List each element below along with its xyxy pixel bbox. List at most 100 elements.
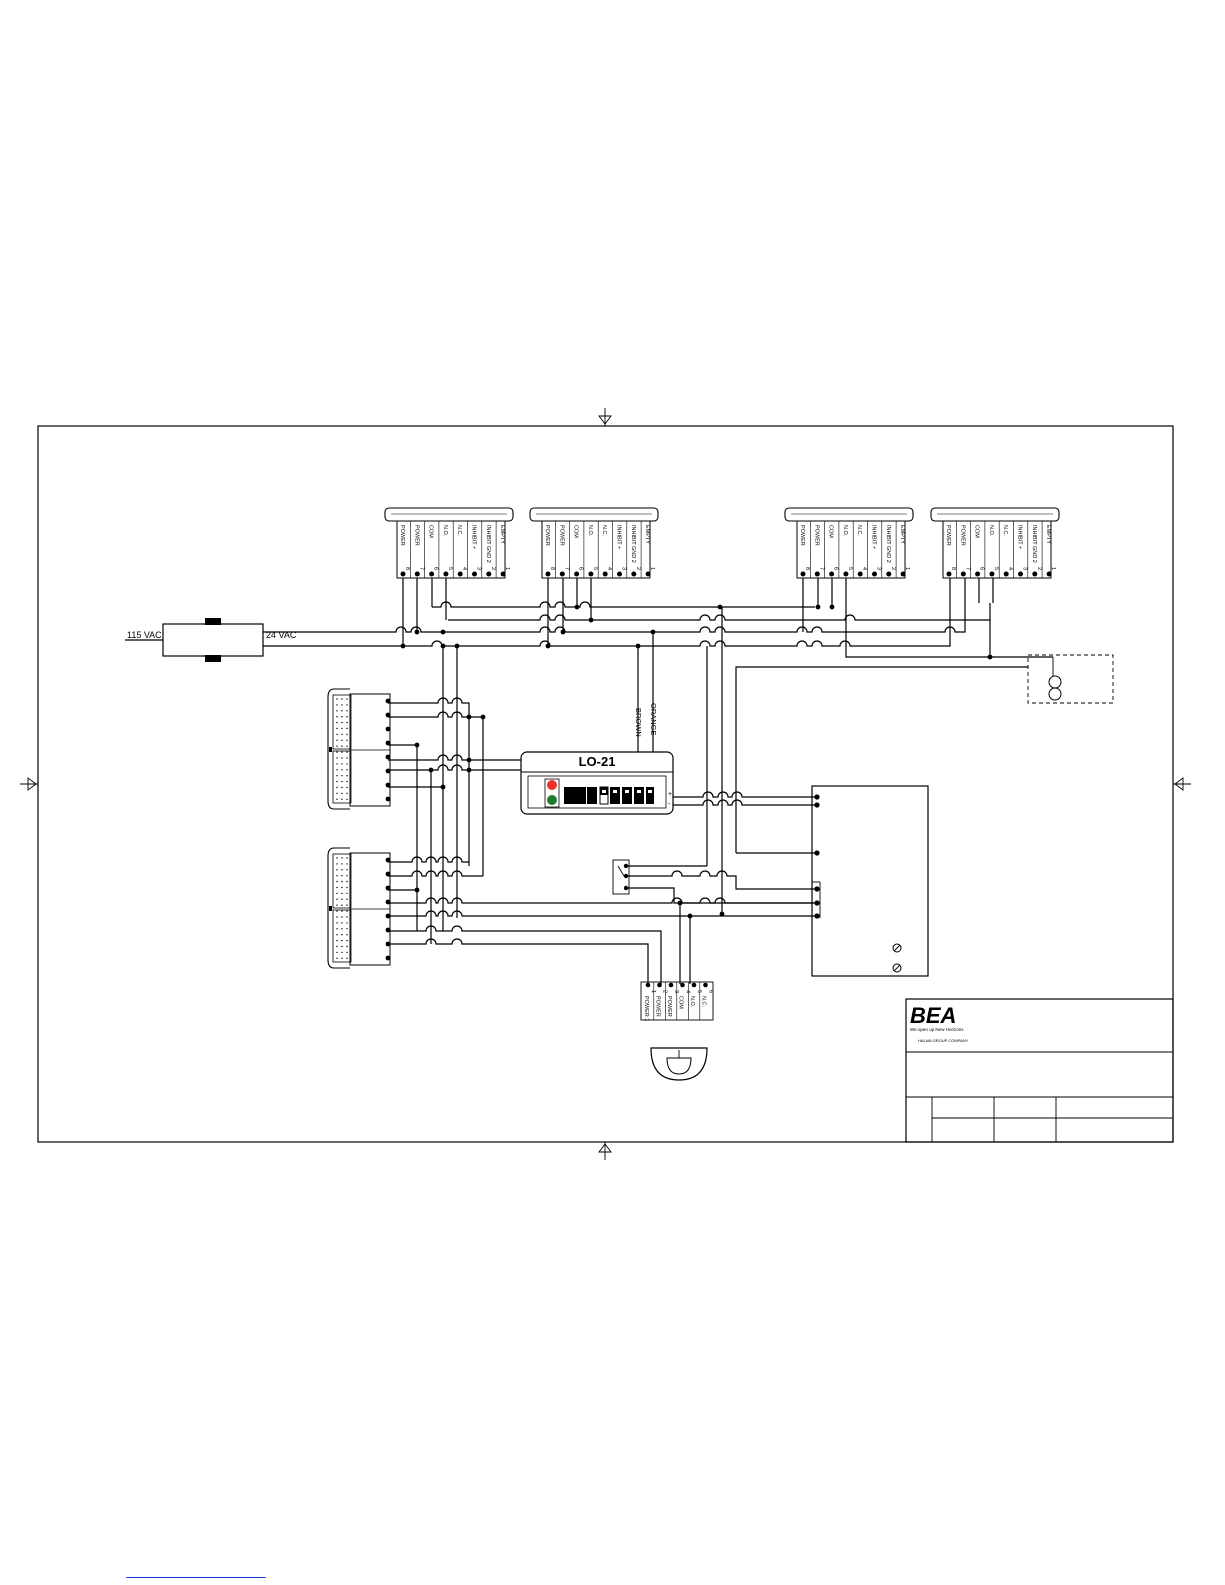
sensor-terminal-label: N.C.	[456, 525, 462, 536]
footer-link-underline[interactable]	[126, 1577, 266, 1578]
door-sensor-terminal	[385, 712, 391, 718]
door-sensor-terminal	[385, 754, 391, 760]
sensor-terminal-screw	[1032, 571, 1038, 577]
sensor-terminal-number: 7	[964, 567, 970, 570]
sensor-terminal-number: 4	[1007, 567, 1013, 570]
door-sensor-terminal	[385, 899, 391, 905]
sensor-terminal-number: 6	[833, 567, 839, 570]
bottom-terminal-number: 4	[685, 990, 691, 993]
sensor-terminal-label: N.O.	[842, 525, 848, 537]
sensor-terminal-label: COM	[828, 525, 834, 538]
left-vertical-bus	[416, 646, 484, 944]
sensor-terminal-label: POWER	[959, 525, 965, 546]
door-sensor-terminal	[385, 885, 391, 891]
sensor-terminal-screw	[857, 571, 863, 577]
transformer: 115 VAC 24 VAC	[125, 618, 297, 662]
sensor-terminal-label: POWER	[799, 525, 805, 546]
sensor-terminal-number: 1	[504, 567, 510, 570]
sensor-terminal-number: 6	[979, 567, 985, 570]
door-sensor-terminal	[385, 796, 391, 802]
halma-group: HALMA GROUP COMPANY	[918, 1038, 969, 1043]
bea-logo: BEA	[910, 1003, 956, 1028]
sensor-terminal-screw	[975, 571, 981, 577]
sensor-terminal-label: POWER	[558, 525, 564, 546]
sensor-terminal-label: INHIBIT GND 2	[630, 525, 636, 563]
center-mark-right	[1173, 777, 1191, 791]
sensor-terminal-screw	[1003, 571, 1009, 577]
vertical-risers	[706, 607, 725, 917]
sensor-terminal-label: POWER	[544, 525, 550, 546]
sensor-terminal-screw	[645, 571, 651, 577]
sensor-terminal-screw	[574, 571, 580, 577]
sensor-terminal-label: POWER	[413, 525, 419, 546]
sensor-terminal-label: INHIBIT GND 2	[885, 525, 891, 563]
sensor-terminal-number: 7	[418, 567, 424, 570]
sensor-terminal-screw	[1046, 571, 1052, 577]
push-plate-actuator	[650, 1047, 708, 1081]
bottom-terminal-label: N.O.	[689, 996, 695, 1008]
bottom-terminal-number: 3	[673, 990, 679, 993]
sensor-terminal-screw	[443, 571, 449, 577]
center-mark-top	[598, 408, 612, 426]
door-sensor-terminal	[385, 857, 391, 863]
sensor-terminal-number: 5	[592, 567, 598, 570]
sensor-terminal-screw	[989, 571, 995, 577]
sensor-terminal-screw	[617, 571, 622, 577]
center-mark-bottom	[598, 1142, 612, 1160]
main-buses	[263, 601, 1053, 853]
dip-switch-bank	[564, 786, 654, 805]
adjust-screw-1	[892, 943, 902, 953]
sensor-terminal-number: 3	[476, 567, 482, 570]
sensor-terminal-label: EMPTY	[644, 525, 650, 544]
sensor-terminal-screw	[814, 571, 820, 577]
sensor-terminal-screw	[829, 571, 835, 577]
door-sensor-terminal	[385, 698, 391, 704]
door-sensor-terminal	[385, 768, 391, 774]
door-sensor-terminal	[385, 955, 391, 961]
bottom-terminal-screw	[645, 982, 651, 988]
sensor-terminal-number: 7	[563, 567, 569, 570]
sensor-drop-wires	[402, 578, 994, 646]
sensor-terminal-label: EMPTY	[1045, 525, 1051, 544]
sensor-terminal-screw	[429, 571, 435, 577]
wire-label-orange: ORANGE	[649, 703, 658, 736]
sensor-terminal-number: 4	[461, 567, 467, 570]
door-operator-box	[736, 785, 929, 977]
sensor-terminal-label: INHIBIT +	[1017, 525, 1023, 549]
bottom-terminal-number: 6	[708, 990, 714, 993]
sensor-terminal-number: 4	[606, 567, 612, 570]
sensor-terminal-label: POWER	[945, 525, 951, 546]
bottom-terminal-number: 5	[696, 990, 702, 993]
output-minus-label: -	[668, 801, 671, 808]
bottom-terminal-label: COM	[678, 996, 684, 1009]
sensor-terminal-screw	[960, 571, 966, 577]
sensor-terminal-screw	[886, 571, 892, 577]
sensor-terminal-number: 8	[950, 567, 956, 570]
controller-title: LO-21	[579, 754, 616, 769]
bottom-terminal-label: N.C.	[701, 996, 707, 1007]
secondary-voltage-label: 24 VAC	[266, 630, 297, 640]
bea-tagline: We open up New Horizons	[910, 1027, 964, 1032]
lower-wires	[390, 897, 817, 984]
sensor-terminal-number: 3	[876, 567, 882, 570]
sensor-terminal-screw	[900, 571, 906, 577]
sensor-terminal-screw	[800, 571, 806, 577]
sensor-terminal-number: 3	[621, 567, 627, 570]
bottom-terminal-screw	[691, 982, 697, 988]
bottom-terminal-number: 1	[650, 990, 656, 993]
door-sensor-top	[327, 688, 486, 893]
sensor-terminal-number: 4	[861, 567, 867, 570]
sensor-terminal-label: INHIBIT +	[616, 525, 622, 549]
primary-voltage-label: 115 VAC	[127, 630, 162, 640]
bottom-terminal-screw	[657, 982, 662, 988]
sensor-terminal-screw	[545, 571, 551, 577]
bottom-terminal-number: 2	[662, 990, 668, 993]
sensor-terminal-number: 5	[447, 567, 453, 570]
door-sensor-terminal	[385, 782, 391, 788]
sensor-terminal-screw	[946, 571, 952, 577]
sensor-terminal-screw	[602, 571, 608, 577]
door-sensor-terminal	[385, 740, 391, 746]
door-sensor-bottom	[327, 847, 483, 969]
